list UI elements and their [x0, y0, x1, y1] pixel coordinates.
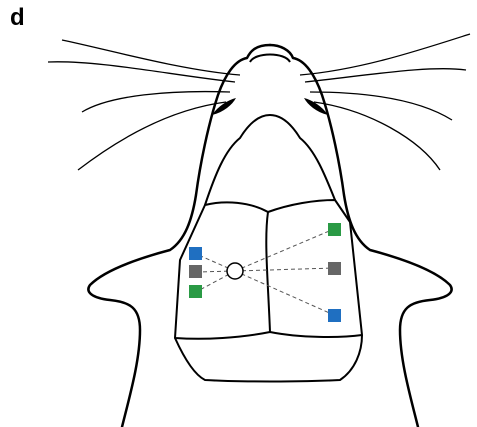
- head-outline: [88, 45, 451, 427]
- snout-outline: [250, 55, 290, 63]
- electrodes: [189, 223, 341, 322]
- whisker-left-2: [48, 62, 235, 82]
- electrode-left-green: [189, 285, 202, 298]
- connection-lines: [196, 229, 334, 315]
- posterior-plate: [175, 335, 362, 382]
- whiskers: [48, 34, 470, 170]
- sagittal-suture: [266, 212, 270, 332]
- electrode-right-grey: [328, 262, 341, 275]
- reference-circle: [227, 263, 243, 279]
- electrode-right-green: [328, 223, 341, 236]
- whisker-left-1: [62, 40, 240, 75]
- whisker-right-3: [310, 92, 452, 120]
- line-to-right-green: [235, 229, 334, 271]
- opening-left-edge: [205, 115, 335, 205]
- line-to-right-blue: [235, 271, 334, 315]
- electrode-left-grey: [189, 265, 202, 278]
- electrode-left-blue: [189, 247, 202, 260]
- whisker-left-4: [78, 102, 226, 170]
- eyes: [212, 98, 328, 115]
- whisker-left-3: [82, 92, 230, 112]
- electrode-right-blue: [328, 309, 341, 322]
- line-to-right-grey: [235, 268, 334, 271]
- whisker-right-2: [305, 69, 466, 82]
